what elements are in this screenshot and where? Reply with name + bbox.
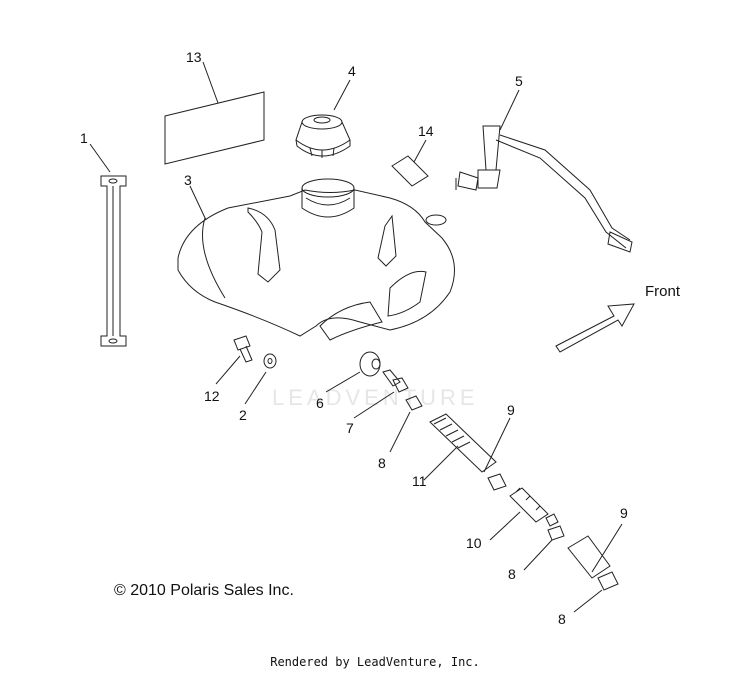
callout-11: 11: [412, 473, 427, 489]
callout-14: 14: [418, 123, 434, 139]
hose-sleeve-part: [429, 413, 497, 473]
callout-13: 13: [186, 49, 202, 65]
callout-2: 2: [239, 407, 247, 423]
tank-strap-part: [100, 175, 127, 347]
washer-part: [263, 353, 277, 369]
callout-6: 6: [316, 395, 324, 411]
callout-10: 10: [466, 535, 482, 551]
callout-9b: 9: [620, 505, 628, 521]
callout-4: 4: [348, 63, 356, 79]
fuel-sensor-part: [455, 125, 633, 253]
clamp-part-a: [405, 395, 423, 411]
clamp-part-c: [597, 571, 619, 591]
callout-8b: 8: [508, 566, 516, 582]
front-label: Front: [645, 283, 681, 300]
grommet-part: [359, 351, 381, 377]
callout-8c: 8: [558, 611, 566, 627]
fuel-tank-part: [177, 178, 455, 341]
clamp-part-b: [547, 525, 565, 541]
callout-3: 3: [184, 172, 192, 188]
fuel-filter-part: [509, 487, 559, 527]
callout-9a: 9: [507, 402, 515, 418]
callout-12: 12: [204, 388, 220, 404]
copyright-text: © 2010 Polaris Sales Inc.: [114, 582, 294, 599]
clamp-part-d: [487, 473, 507, 491]
sticker-part: [391, 155, 429, 187]
fuel-cap-part: [295, 114, 351, 158]
callout-8a: 8: [378, 455, 386, 471]
fitting-part: [382, 369, 409, 393]
front-arrow: [555, 303, 635, 353]
rendered-by-text: Rendered by LeadVenture, Inc.: [270, 655, 480, 669]
callout-7: 7: [346, 420, 354, 436]
decal-label-part: [164, 91, 265, 165]
bolt-part: [233, 335, 253, 363]
callout-1: 1: [80, 130, 88, 146]
callout-5: 5: [515, 73, 523, 89]
hose-part-b: [567, 535, 611, 579]
watermark: LEADVENTURE: [272, 385, 479, 410]
